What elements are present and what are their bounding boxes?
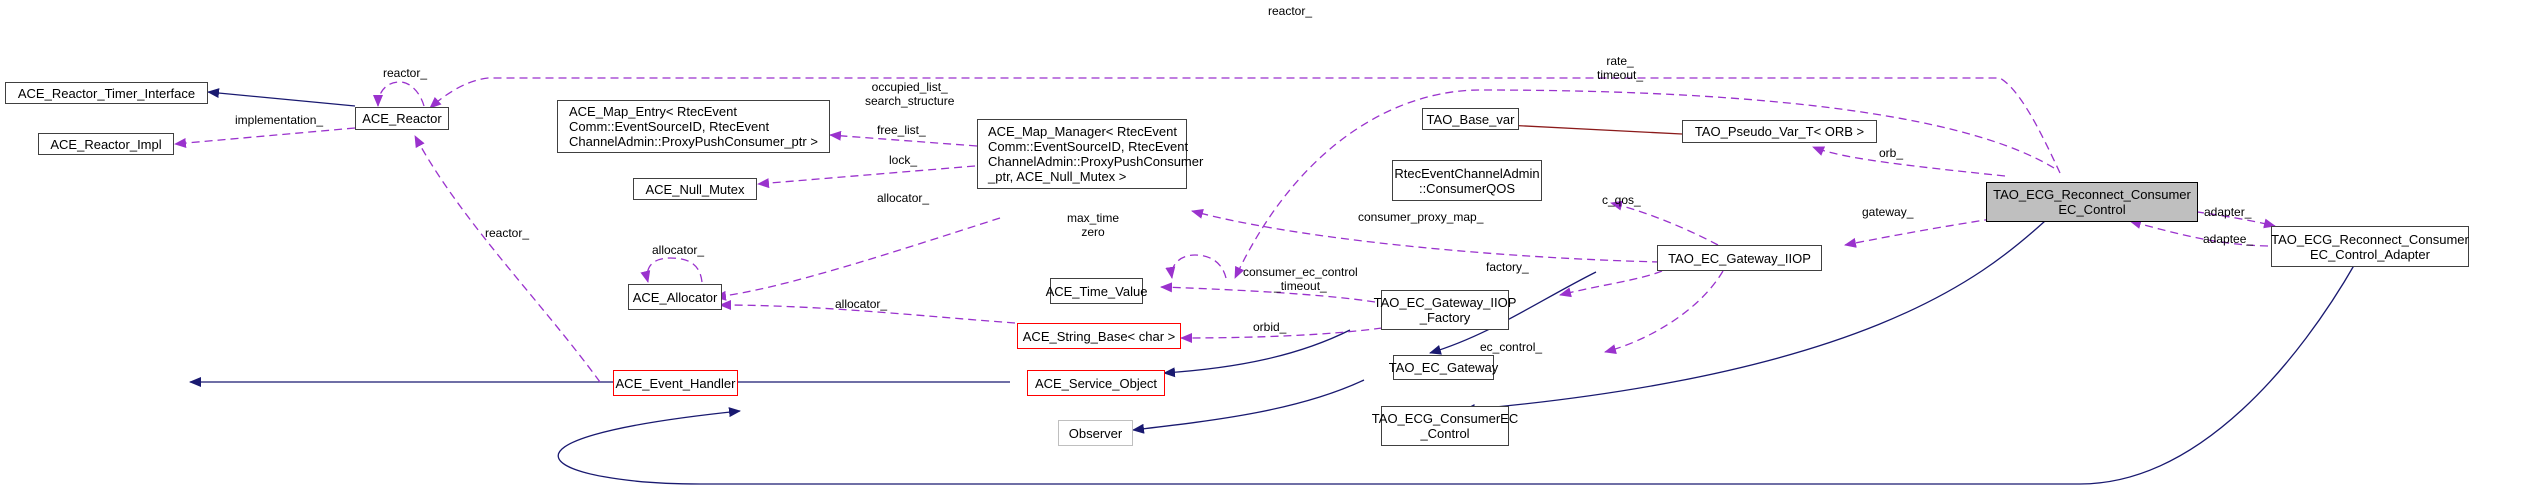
edge-gateway-iiop-ec-gateway (1429, 271, 1597, 355)
edge-reactor-impl (174, 127, 356, 149)
node-ace-reactor[interactable]: ACE_Reactor (355, 107, 449, 130)
edge-string-base-allocator (719, 300, 1016, 324)
label-reactor-top: reactor_ (1268, 4, 1313, 18)
label-free-list: free_list_ (877, 123, 926, 137)
label-orb: orb_ (1879, 146, 1904, 160)
label-adaptee: adaptee_ (2203, 232, 2254, 246)
edge-reconnect-pseudo-var (1812, 146, 2006, 177)
label-consumer-ec-control-timeout: consumer_ec_control _timeout_ (1243, 265, 1358, 293)
edge-map-manager-null-mutex (757, 165, 976, 189)
edge-map-manager-map-entry (829, 130, 978, 147)
edge-ec-gateway-observer (1132, 379, 1365, 434)
edge-reactor-self (373, 81, 425, 107)
edge-reactor-top (429, 77, 2061, 174)
edge-factory-service-object (1163, 329, 1351, 378)
edge-factory-time-value (1160, 282, 1376, 303)
node-tao-base-var[interactable]: TAO_Base_var (1422, 108, 1519, 130)
node-ace-map-entry[interactable]: ACE_Map_Entry< RtecEvent Comm::EventSour… (557, 100, 830, 153)
edge-reconnect-adapter (2182, 209, 2276, 229)
edge-gateway-iiop-factory (1559, 270, 1663, 298)
node-ace-reactor-timer-interface[interactable]: ACE_Reactor_Timer_Interface (5, 82, 208, 104)
node-tao-ecg-consumer-ec-control[interactable]: TAO_ECG_ConsumerEC _Control (1372, 406, 1518, 446)
label-c-qos: c_qos_ (1602, 193, 1641, 207)
node-ace-string-base[interactable]: ACE_String_Base< char > (1017, 323, 1181, 349)
node-consumer-qos[interactable]: RtecEventChannelAdmin ::ConsumerQOS (1392, 160, 1542, 201)
edge-reactor-timer-iface (207, 88, 356, 107)
edge-gateway-iiop-map-manager (1191, 209, 1661, 263)
node-observer[interactable]: Observer (1058, 420, 1133, 446)
label-orbid: orbid_ (1253, 320, 1287, 334)
label-occupied-search: occupied_list_ search_structure (865, 80, 955, 108)
label-ec-control: ec_control_ (1480, 340, 1543, 354)
edge-gateway-iiop-consumer-qos (1610, 200, 1719, 246)
node-ace-null-mutex[interactable]: ACE_Null_Mutex (633, 178, 757, 200)
label-allocator-mm: allocator_ (877, 191, 930, 205)
label-factory: factory_ (1486, 260, 1529, 274)
label-allocator-self: allocator_ (652, 243, 705, 257)
node-ace-event-handler[interactable]: ACE_Event_Handler (613, 370, 738, 396)
edge-allocator-self (640, 257, 703, 283)
node-tao-ec-gateway[interactable]: TAO_EC_Gateway (1389, 355, 1498, 380)
label-implementation: implementation_ (235, 113, 324, 127)
edge-map-manager-allocator (714, 217, 1001, 301)
node-ace-reactor-impl[interactable]: ACE_Reactor_Impl (38, 133, 174, 155)
node-ace-map-manager[interactable]: ACE_Map_Manager< RtecEvent Comm::EventSo… (977, 119, 1203, 189)
node-ace-service-object[interactable]: ACE_Service_Object (1027, 370, 1165, 396)
edge-factory-string-base (1180, 327, 1383, 343)
node-tao-ec-gateway-iiop-factory[interactable]: TAO_EC_Gateway_IIOP _Factory (1374, 290, 1516, 330)
edge-gateway-iiop-consumer-ec-control (1604, 270, 1724, 354)
label-reactor-self: reactor_ (383, 66, 428, 80)
label-reactor-eh: reactor_ (485, 226, 530, 240)
edge-reconnect-time-value (1234, 89, 2055, 279)
node-ace-time-value[interactable]: ACE_Time_Value (1046, 278, 1147, 304)
edge-adapter-reconnect (2129, 219, 2269, 247)
label-gateway: gateway_ (1862, 205, 1914, 219)
node-ace-allocator[interactable]: ACE_Allocator (628, 284, 722, 310)
label-max-time-zero: max_time zero (1067, 211, 1120, 239)
node-tao-pseudo-var[interactable]: TAO_Pseudo_Var_T< ORB > (1682, 120, 1877, 143)
node-tao-ec-gateway-iiop[interactable]: TAO_EC_Gateway_IIOP (1657, 245, 1822, 271)
edge-reconnect-gateway-iiop (1844, 216, 2006, 248)
edge-time-value-self (1165, 254, 1227, 279)
label-allocator-sb: allocator_ (835, 297, 888, 311)
edge-adapter-event-handler (557, 261, 2357, 485)
label-adapter: adapter_ (2204, 205, 2252, 219)
node-tao-ecg-reconnect-consumer-ec-control-adapter[interactable]: TAO_ECG_Reconnect_Consumer EC_Control_Ad… (2271, 226, 2469, 267)
node-tao-ecg-reconnect-consumer-ec-control[interactable]: TAO_ECG_Reconnect_Consumer EC_Control (1986, 182, 2198, 222)
label-lock: lock_ (889, 153, 918, 167)
label-rate-timeout: rate_ timeout_ (1597, 54, 1644, 82)
edge-event-handler-reactor (414, 135, 601, 383)
edge-reconnect-consumer-ec-control (1463, 220, 2046, 415)
label-consumer-proxy-map: consumer_proxy_map_ (1358, 210, 1484, 224)
